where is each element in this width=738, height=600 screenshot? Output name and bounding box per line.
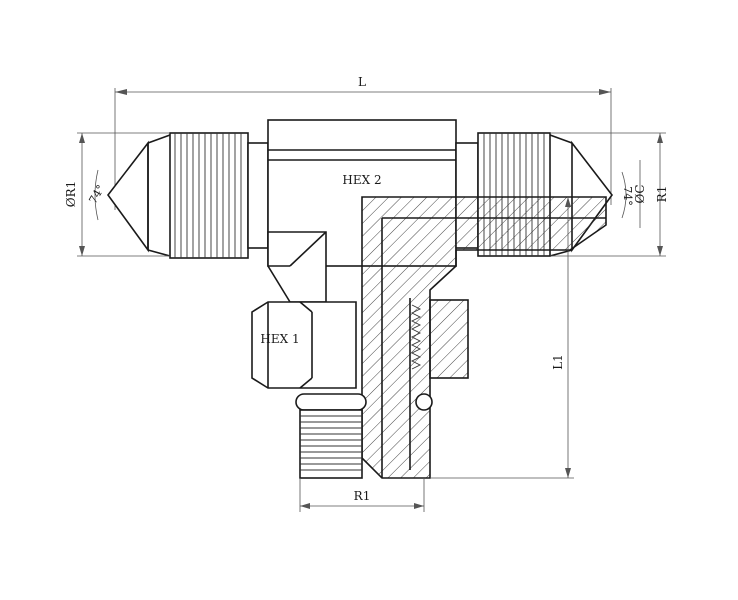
dimension-r1-bottom: R1 bbox=[299, 478, 425, 512]
dimension-l-label: L bbox=[358, 75, 366, 89]
dimension-r1-right-label: R1 bbox=[655, 186, 669, 203]
dimension-l: L bbox=[114, 75, 612, 210]
dimension-l1: L1 bbox=[430, 197, 574, 479]
dimension-r1-left-label: ØR1 bbox=[64, 181, 78, 208]
dimension-r1-left: ØR1 74° bbox=[64, 132, 170, 257]
section-view bbox=[361, 196, 607, 479]
dimension-diameter-c: ØC 74° bbox=[621, 160, 647, 228]
port-thread-crests bbox=[300, 415, 362, 471]
cone-angle-left-label: 74° bbox=[86, 183, 107, 206]
hex-1-label: HEX 1 bbox=[260, 332, 299, 346]
dimension-l1-label: L1 bbox=[551, 354, 565, 370]
left-flare-end bbox=[107, 132, 269, 259]
diameter-c-label: ØC bbox=[633, 184, 647, 203]
right-thread-crests bbox=[483, 133, 545, 256]
hex-1-nut: HEX 1 bbox=[251, 301, 357, 389]
hex-2-label: HEX 2 bbox=[342, 173, 381, 187]
dimension-r1-bottom-label: R1 bbox=[354, 489, 371, 503]
lower-branch: HEX 1 bbox=[251, 231, 433, 479]
left-thread-crests bbox=[174, 133, 242, 258]
cone-angle-right-label: 74° bbox=[621, 186, 634, 206]
dimension-r1-right: R1 bbox=[550, 132, 669, 257]
